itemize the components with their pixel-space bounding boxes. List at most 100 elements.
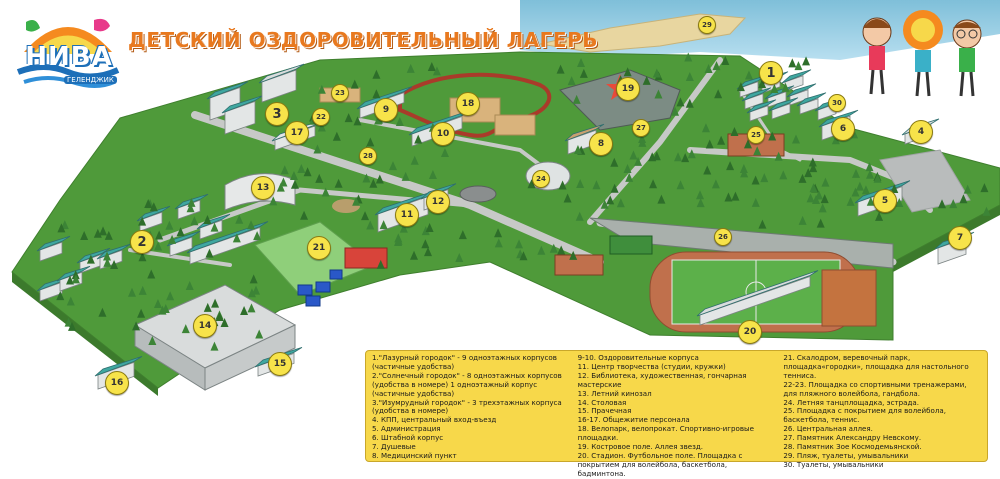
map-marker-29[interactable]: 29 <box>698 16 716 34</box>
map-marker-10[interactable]: 10 <box>431 122 455 146</box>
tree-icon <box>255 329 264 339</box>
tree-icon <box>332 131 341 141</box>
tree-icon <box>210 341 219 351</box>
tree-icon <box>280 165 289 175</box>
tree-icon <box>657 194 666 204</box>
tree-icon <box>168 234 177 244</box>
tree-icon <box>138 216 147 226</box>
map-marker-27[interactable]: 27 <box>632 119 650 137</box>
sand-court-22 <box>494 114 536 136</box>
tree-icon <box>269 196 278 206</box>
legend-item: 4. КПП, центральный вход-въезд <box>372 415 497 425</box>
legend-item: 28. Памятник Зое Космодемьянской. <box>783 442 922 452</box>
tree-icon <box>781 82 790 92</box>
map-marker-15[interactable]: 15 <box>268 352 292 376</box>
tree-icon <box>642 75 651 85</box>
tree-icon <box>149 202 158 212</box>
logo-subtitle: ГЕЛЕНДЖИК <box>64 76 117 84</box>
tree-icon <box>714 89 723 99</box>
map-marker-11[interactable]: 11 <box>395 203 419 227</box>
map-marker-6[interactable]: 6 <box>831 117 855 141</box>
tree-icon <box>428 170 437 180</box>
tree-icon <box>68 321 77 331</box>
beach <box>539 13 747 53</box>
page-title: ДЕТСКИЙ ОЗДОРОВИТЕЛЬНЫЙ ЛАГЕРЬ <box>128 28 598 52</box>
map-marker-14[interactable]: 14 <box>193 314 217 338</box>
tree-icon <box>394 235 403 245</box>
tree-icon <box>982 206 991 216</box>
map-marker-8[interactable]: 8 <box>589 132 613 156</box>
tree-icon <box>703 165 712 175</box>
map-marker-23[interactable]: 23 <box>331 84 349 102</box>
legend-item: 26. Центральная аллея. <box>783 424 873 434</box>
tree-icon <box>820 194 829 204</box>
tree-icon <box>190 216 199 226</box>
legend-item: 29. Пляж, туалеты, умывальники <box>783 450 909 460</box>
tree-icon <box>210 222 219 232</box>
map-marker-5[interactable]: 5 <box>873 189 897 213</box>
tree-icon <box>515 239 524 249</box>
tree-icon <box>573 144 582 154</box>
tree-icon <box>56 291 65 301</box>
tree-icon <box>458 230 467 240</box>
building-group-2 <box>136 205 171 232</box>
tree-icon <box>148 336 157 346</box>
tree-icon <box>80 230 89 240</box>
map-marker-21[interactable]: 21 <box>307 236 331 260</box>
tree-icon <box>730 127 739 137</box>
map-marker-3[interactable]: 3 <box>265 102 289 126</box>
tree-icon <box>247 220 256 230</box>
tree-icon <box>424 247 433 257</box>
tree-icon <box>623 67 632 77</box>
tree-icon <box>66 275 75 285</box>
tree-icon <box>279 177 288 187</box>
tree-icon <box>753 146 762 156</box>
pavilion <box>459 185 497 203</box>
map-marker-26[interactable]: 26 <box>714 228 732 246</box>
tree-icon <box>154 241 163 251</box>
map-marker-7[interactable]: 7 <box>948 226 972 250</box>
map-marker-4[interactable]: 4 <box>909 120 933 144</box>
tree-icon <box>685 98 694 108</box>
map-marker-20[interactable]: 20 <box>738 320 762 344</box>
tree-icon <box>290 179 299 189</box>
tree-icon <box>705 139 714 149</box>
tree-icon <box>161 303 170 313</box>
court-green <box>609 235 653 255</box>
tree-icon <box>681 153 690 163</box>
map-marker-17[interactable]: 17 <box>285 121 309 145</box>
map-marker-2[interactable]: 2 <box>130 230 154 254</box>
tree-icon <box>724 192 733 202</box>
trees <box>56 52 991 351</box>
tree-icon <box>671 106 680 116</box>
map-marker-13[interactable]: 13 <box>251 176 275 200</box>
tree-icon <box>166 291 175 301</box>
kids-illustration-icon <box>862 10 982 97</box>
terrain-edge-right <box>893 205 1000 272</box>
legend-item: 9-10. Оздоровительные корпуса <box>577 353 699 362</box>
tree-icon <box>361 211 370 221</box>
map-marker-28[interactable]: 28 <box>359 147 377 165</box>
map-marker-9[interactable]: 9 <box>374 98 398 122</box>
tree-icon <box>895 197 904 207</box>
tree-icon <box>399 223 408 233</box>
tree-icon <box>144 199 153 209</box>
map-marker-22[interactable]: 22 <box>312 108 330 126</box>
tree-icon <box>410 155 419 165</box>
map-marker-30[interactable]: 30 <box>828 94 846 112</box>
tree-icon <box>103 257 112 267</box>
map-marker-16[interactable]: 16 <box>105 371 129 395</box>
camp-logo: НИВА ГЕЛЕНДЖИК <box>14 12 122 94</box>
tree-icon <box>138 285 147 295</box>
map-marker-18[interactable]: 18 <box>456 92 480 116</box>
map-marker-19[interactable]: 19 <box>616 77 640 101</box>
map-marker-25[interactable]: 25 <box>747 126 765 144</box>
tree-icon <box>861 185 870 195</box>
tree-icon <box>527 179 536 189</box>
map-marker-12[interactable]: 12 <box>426 190 450 214</box>
tree-icon <box>743 139 752 149</box>
map-marker-1[interactable]: 1 <box>759 61 783 85</box>
tree-icon <box>406 63 415 73</box>
tree-icon <box>395 117 404 127</box>
map-marker-24[interactable]: 24 <box>532 170 550 188</box>
